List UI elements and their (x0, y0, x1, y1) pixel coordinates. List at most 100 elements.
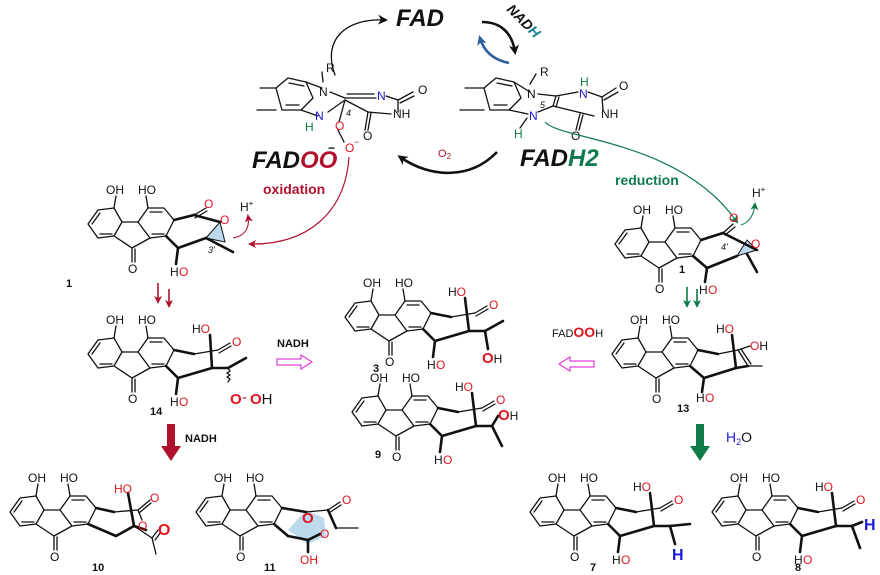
c3-locant: 3' (208, 245, 215, 255)
h-label: H (699, 283, 708, 297)
h-blue: H (864, 517, 876, 534)
o-atom: O (363, 129, 372, 143)
compound-11: OH HO O O O O OH (195, 471, 359, 567)
compound-label-3: 3 (373, 363, 379, 375)
h-label: H (612, 553, 621, 567)
h-plus-left: H+ (240, 199, 254, 214)
fadooh-label: FADOOH (552, 324, 603, 340)
compound-8: OH HO O HO O H O H (711, 471, 876, 567)
reduction-label: reduction (615, 172, 679, 188)
nh-atom: NH (393, 107, 410, 121)
o-label: O (729, 211, 738, 225)
o-label: O (179, 265, 188, 279)
oh-label: OH (214, 471, 232, 485)
ho-label: HO (60, 471, 78, 485)
compound-10: OH HO O HO O O O (9, 471, 170, 564)
n-atom: N (527, 87, 536, 101)
ho-label: HO (192, 322, 210, 336)
compound-3: OH HO O HO O H O OH (344, 276, 505, 372)
ring-o: O (320, 527, 329, 541)
proton-arrow-right (740, 202, 759, 226)
ho-label: HO (246, 471, 264, 485)
r-group: R (540, 65, 549, 79)
oh-label: OH (106, 313, 124, 327)
o-label: O (236, 550, 245, 564)
n-atom: N (319, 85, 328, 99)
o-label: O (204, 197, 213, 211)
o-label: O (570, 550, 579, 564)
h-blue: H (672, 547, 684, 564)
ho-label: HO (448, 285, 466, 299)
o-label: O (856, 493, 865, 507)
epoxide-o: O (220, 213, 229, 227)
o-label: O (752, 550, 761, 564)
h-label: H (170, 265, 179, 279)
flavin-hydroperoxide-structure: R N N O NH N H 4 O O O − (256, 61, 427, 155)
compound-label-14: 14 (150, 406, 163, 418)
proton-arrow-left (232, 214, 253, 239)
double-arrow-down-green (683, 287, 701, 308)
h-plus-right: H+ (752, 185, 766, 200)
compound-1-right: OH HO O O O H O 4' (614, 203, 760, 297)
h-atom: H (580, 75, 589, 89)
ho-label: HO (662, 313, 680, 327)
ho-label: HO (716, 322, 734, 336)
compound-label-13: 13 (677, 403, 689, 415)
c4-locant: 4 (346, 108, 351, 118)
ho-label: HO (455, 380, 473, 394)
o-label: O (179, 395, 188, 409)
oh-label: OH (633, 203, 651, 217)
nadh-middle-label: NADH (277, 338, 309, 350)
compound-label-9: 9 (375, 449, 381, 461)
o-label: O (443, 453, 452, 467)
oh-red: OH (482, 350, 502, 367)
o-label: O (803, 553, 812, 567)
ho-label: HO (395, 276, 413, 290)
hollow-arrow-left (557, 355, 595, 373)
reduction-arrow (544, 121, 739, 224)
n-atom: N (315, 109, 324, 123)
hollow-arrow-right (276, 353, 314, 371)
arrow-fadh2-to-fadoo (397, 151, 498, 175)
o-label: O (342, 493, 351, 507)
fad-label: FAD (396, 5, 444, 32)
o-label: O (655, 282, 664, 296)
hydroperoxy-group: O (230, 391, 242, 408)
lactone-o: O (138, 519, 147, 533)
h-label: H (170, 395, 179, 409)
o-label: O (674, 493, 683, 507)
ho-label: HO (138, 313, 156, 327)
oh-red: OH (498, 407, 518, 424)
o-label: O (128, 262, 137, 276)
compound-label-8: 8 (795, 562, 801, 574)
ho-label: HO (665, 203, 683, 217)
oh-label: OH (730, 471, 748, 485)
compound-label-10: 10 (92, 562, 104, 574)
compound-14: OH HO O HO O H O O - OH (87, 313, 273, 409)
peroxy-o-atom: O (335, 119, 344, 133)
double-arrow-down-red (154, 283, 173, 308)
arrow-fad-to-fadh2 (481, 20, 519, 55)
h-atom: H (305, 120, 314, 134)
o-label: O (150, 491, 159, 505)
o-label: O (652, 392, 661, 406)
oxidation-label: oxidation (263, 181, 325, 197)
nh-atom: NH (601, 107, 618, 121)
compound-label-11: 11 (264, 562, 276, 574)
epoxide-o: O (751, 237, 760, 251)
enol-oh: OH (750, 339, 768, 353)
o-label: O (489, 298, 498, 312)
oh-label: OH (106, 183, 124, 197)
oh-label: OH (630, 313, 648, 327)
h5-atom: H (514, 127, 523, 141)
o-label: O (128, 392, 137, 406)
c4-locant: 4' (721, 242, 728, 252)
bold-arrow-down-green (690, 424, 710, 461)
ho-label: HO (580, 471, 598, 485)
compound-9: OH HO O HO O H O OH (351, 371, 518, 467)
compound-label-1: 1 (66, 278, 72, 290)
compound-13: OH HO O HO OH H O (611, 313, 768, 406)
compound-7: OH HO O HO O H O H (529, 471, 692, 567)
oh-label: OH (28, 471, 46, 485)
